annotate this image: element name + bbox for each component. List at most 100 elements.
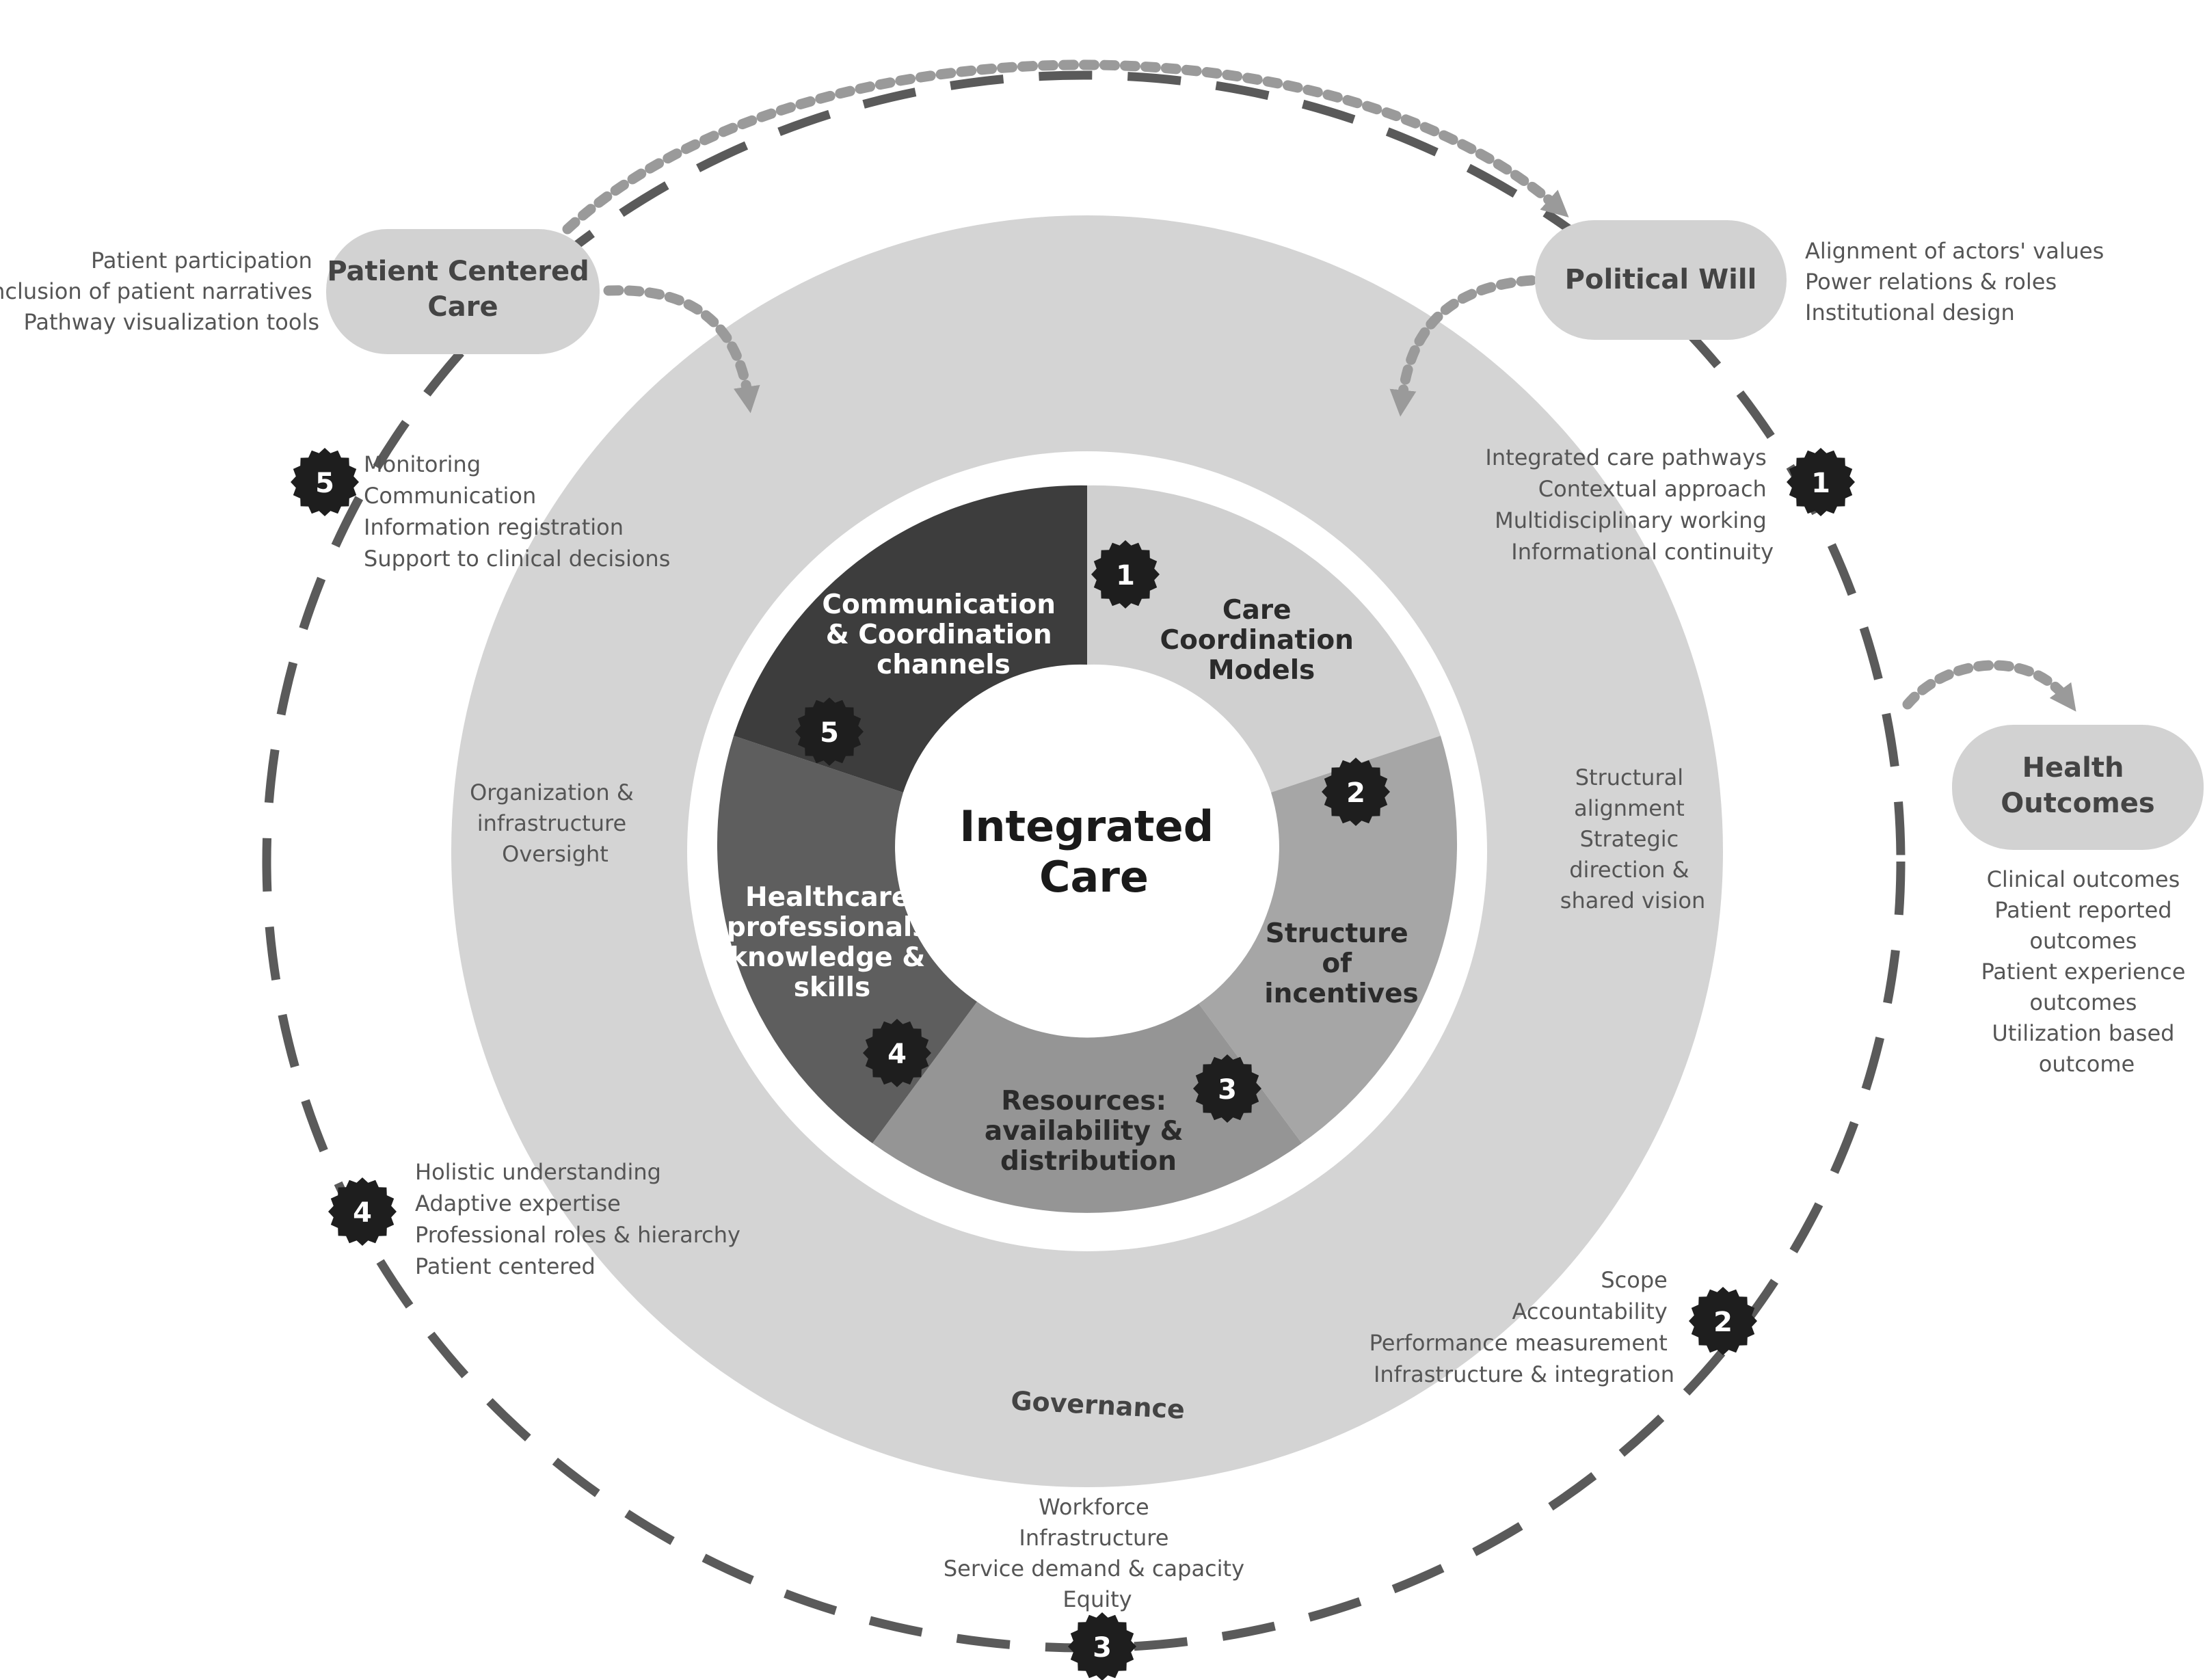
segment-label-line: Resources: bbox=[1001, 1086, 1166, 1117]
outer-badge-3: 3 bbox=[1068, 1612, 1136, 1680]
segment-badge-3: 3 bbox=[1193, 1054, 1261, 1123]
pill-title-line: Health bbox=[2022, 752, 2124, 784]
pill-title-line: Outcomes bbox=[2001, 788, 2154, 819]
badge-number: 1 bbox=[1116, 560, 1135, 591]
segment-care-coordination bbox=[1087, 485, 1441, 792]
note-line: Workforce bbox=[1039, 1494, 1149, 1520]
badge-number: 3 bbox=[1218, 1074, 1237, 1106]
note-line: Informational continuity bbox=[1511, 539, 1774, 565]
badge-shape bbox=[1091, 540, 1160, 609]
badge-shape bbox=[863, 1019, 931, 1087]
center-disc bbox=[911, 670, 1277, 1037]
segment-label-line: Coordination bbox=[1160, 625, 1354, 656]
segment-label-line: knowledge & bbox=[730, 942, 925, 973]
segment-label-line: professionals bbox=[727, 912, 928, 943]
note-line: Support to clinical decisions bbox=[364, 546, 670, 572]
note-line: Equity bbox=[1063, 1586, 1132, 1612]
center-title-line: Care bbox=[1039, 852, 1149, 902]
segment-label-line: Models bbox=[1208, 655, 1315, 686]
badge-number: 2 bbox=[1713, 1307, 1733, 1338]
note-line: Multidisciplinary working bbox=[1495, 507, 1767, 533]
note-line: Monitoring bbox=[364, 451, 481, 477]
notes-patient-centered: Patient participation Inclusion of patie… bbox=[0, 248, 319, 335]
segment-label-line: availability & bbox=[985, 1116, 1184, 1147]
pill-title-line: Care bbox=[427, 291, 498, 323]
arrow-patient-to-ring bbox=[603, 285, 760, 414]
outer-notes-4: Holistic understanding Adaptive expertis… bbox=[415, 1159, 747, 1279]
note-line: Performance measurement bbox=[1369, 1330, 1668, 1356]
note-line: direction & bbox=[1569, 857, 1689, 883]
pill-patient-centered bbox=[326, 229, 600, 354]
note-line: Patient centered bbox=[415, 1253, 596, 1279]
note-line: Adaptive expertise bbox=[415, 1190, 621, 1216]
badge-number: 4 bbox=[887, 1039, 907, 1070]
note-line: Institutional design bbox=[1805, 299, 2015, 325]
note-line: Utilization based bbox=[1992, 1020, 2174, 1046]
segment-label-line: of bbox=[1322, 948, 1352, 979]
segment-badge-5: 5 bbox=[795, 697, 864, 766]
arrow-patient-to-political bbox=[562, 59, 1569, 235]
segment-badge-1: 1 bbox=[1091, 540, 1160, 609]
notes-health-outcomes: Clinical outcomes Patient reported outco… bbox=[1981, 866, 2192, 1077]
badge-number: 5 bbox=[315, 468, 334, 499]
note-line: Accountability bbox=[1512, 1298, 1668, 1324]
outer-notes-3: Workforce Infrastructure Service demand … bbox=[944, 1494, 1251, 1612]
note-line: Service demand & capacity bbox=[944, 1556, 1244, 1582]
segment-resources bbox=[872, 1002, 1302, 1213]
segment-label-line: Healthcare bbox=[745, 882, 909, 913]
arrow-political-to-ring bbox=[1389, 275, 1537, 417]
pill-titles: Patient Centered Care Political Will Hea… bbox=[327, 256, 2154, 819]
badge-shape bbox=[1193, 1054, 1261, 1123]
outer-notes-5: Monitoring Communication Information reg… bbox=[364, 451, 670, 572]
note-line: Integrated care pathways bbox=[1485, 444, 1766, 470]
note-line: Scope bbox=[1601, 1267, 1667, 1293]
note-line: Infrastructure & integration bbox=[1374, 1361, 1674, 1387]
segment-label-healthcare-professionals: Healthcare professionals knowledge & ski… bbox=[727, 882, 937, 1003]
badge-shape bbox=[1787, 448, 1855, 516]
segment-label-communication: Communication & Coordination channels bbox=[822, 589, 1065, 680]
note-line: Pathway visualization tools bbox=[24, 309, 320, 335]
outer-badge-1: 1 bbox=[1787, 448, 1855, 516]
pill-health-outcomes bbox=[1952, 725, 2204, 850]
outer-badge-2: 2 bbox=[1689, 1287, 1757, 1355]
note-line: Holistic understanding bbox=[415, 1159, 661, 1185]
pill-political-will bbox=[1535, 220, 1787, 340]
badge-shape bbox=[1689, 1287, 1757, 1355]
note-line: shared vision bbox=[1560, 888, 1705, 914]
badge-number: 3 bbox=[1093, 1632, 1112, 1664]
note-line: Patient experience bbox=[1981, 959, 2185, 985]
note-line: Contextual approach bbox=[1538, 476, 1767, 502]
note-line: Professional roles & hierarchy bbox=[415, 1222, 740, 1248]
segment-label-resources: Resources: availability & distribution bbox=[985, 1086, 1192, 1177]
note-line: infrastructure bbox=[477, 810, 626, 836]
note-line: Alignment of actors' values bbox=[1805, 238, 2104, 264]
segment-badge-2: 2 bbox=[1322, 758, 1390, 826]
center-title-line: Integrated bbox=[959, 801, 1214, 851]
note-line: Patient participation bbox=[91, 248, 312, 274]
pill-title-line: Political Will bbox=[1565, 264, 1757, 295]
note-line: Communication bbox=[364, 483, 536, 509]
note-line: Power relations & roles bbox=[1805, 269, 2057, 295]
badge-shape bbox=[1322, 758, 1390, 826]
note-line: outcome bbox=[2039, 1051, 2135, 1077]
badge-shape bbox=[1068, 1612, 1136, 1680]
center-title: Integrated Care bbox=[959, 801, 1228, 902]
pill-title-political-will: Political Will bbox=[1565, 264, 1757, 295]
note-line: outcomes bbox=[2029, 989, 2137, 1015]
arrow-to-health-outcomes bbox=[1902, 660, 2076, 712]
badge-number: 5 bbox=[820, 717, 839, 749]
segment-label-line: & Coordination bbox=[826, 619, 1052, 650]
badge-shape bbox=[328, 1177, 397, 1246]
note-line: Information registration bbox=[364, 514, 624, 540]
segment-label-line: incentives bbox=[1264, 978, 1419, 1009]
note-line: Structural bbox=[1575, 764, 1683, 790]
badge-shape bbox=[291, 448, 359, 516]
ring-note-right: Structural alignment Strategic direction… bbox=[1560, 764, 1705, 914]
segment-label-line: Structure bbox=[1266, 918, 1408, 949]
notes-political-will: Alignment of actors' values Power relati… bbox=[1805, 238, 2111, 325]
pill-title-line: Patient Centered bbox=[327, 256, 589, 287]
segment-structure-incentives bbox=[1197, 736, 1458, 1143]
segment-badge-4: 4 bbox=[863, 1019, 931, 1087]
note-line: alignment bbox=[1574, 795, 1685, 821]
segment-label-line: skills bbox=[794, 972, 870, 1003]
